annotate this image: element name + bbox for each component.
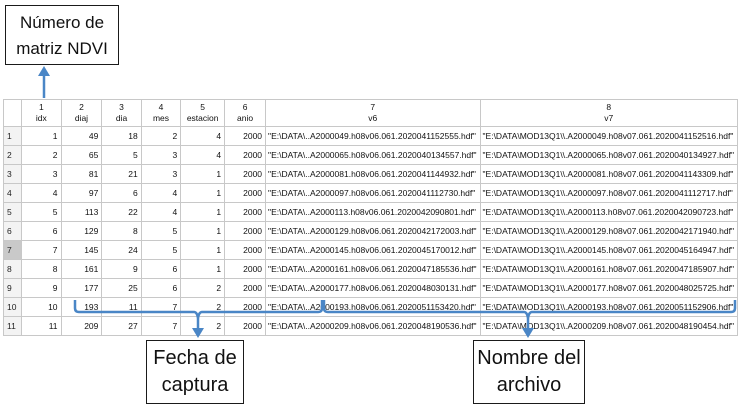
- row-header[interactable]: 9: [2, 278, 23, 298]
- column-number: 7: [370, 102, 376, 112]
- cell-v7[interactable]: "E:\DATA\MOD13Q1\\.A2000209.h08v07.061.2…: [479, 316, 738, 336]
- column-name: diaj: [74, 113, 89, 123]
- brace-nombre: [322, 300, 737, 319]
- callout-line: captura: [161, 374, 229, 396]
- column-number: 8: [606, 102, 612, 112]
- row-header[interactable]: 8: [2, 259, 23, 279]
- column-number: 4: [158, 102, 164, 112]
- row-header[interactable]: 2: [2, 145, 23, 165]
- row-header[interactable]: 1: [2, 126, 23, 146]
- column-number: 3: [119, 102, 124, 112]
- row-header[interactable]: 4: [2, 183, 23, 203]
- arrow-fecha-head: [192, 328, 204, 338]
- column-name: idx: [35, 113, 47, 123]
- column-name: mes: [152, 113, 170, 123]
- row-header[interactable]: 11: [2, 316, 23, 336]
- callout-line: archivo: [496, 374, 562, 396]
- callout-nombre-del-archivo: Nombre del archivo: [473, 340, 585, 404]
- column-name: estacion: [186, 113, 219, 123]
- column-number: 6: [242, 102, 248, 112]
- column-number: 5: [200, 102, 206, 112]
- cell-dia[interactable]: 27: [101, 316, 142, 336]
- column-name: anio: [237, 113, 254, 123]
- column-name: v6: [368, 113, 378, 123]
- cell-diaj[interactable]: 209: [60, 316, 103, 336]
- callout-fecha-de-captura: Fecha de captura: [146, 340, 244, 404]
- column-name: dia: [115, 113, 128, 123]
- brace-fecha: [73, 300, 324, 319]
- arrow-matriz-head: [38, 66, 50, 76]
- column-number: 1: [38, 102, 44, 112]
- column-name: v7: [604, 113, 614, 123]
- arrow-nombre-head: [522, 328, 534, 338]
- row-header[interactable]: 10: [2, 297, 23, 317]
- callout-numero-de-matriz: Número de matriz NDVI: [5, 5, 119, 65]
- cell-anio[interactable]: 2000: [224, 316, 267, 336]
- row-header[interactable]: 7: [2, 240, 23, 260]
- callout-line: Número de: [19, 13, 105, 32]
- callout-line: matriz NDVI: [16, 39, 108, 58]
- column-number: 2: [79, 102, 84, 112]
- callout-line: Fecha de: [153, 347, 237, 369]
- cell-v6[interactable]: "E:\DATA\..A2000209.h08v06.061.202004819…: [265, 316, 481, 336]
- cell-idx[interactable]: 3: [21, 164, 62, 184]
- callout-line: Nombre del: [477, 347, 581, 369]
- row-header[interactable]: 6: [2, 221, 23, 241]
- cell-idx[interactable]: 10: [21, 297, 62, 317]
- cell-idx[interactable]: 11: [21, 316, 62, 336]
